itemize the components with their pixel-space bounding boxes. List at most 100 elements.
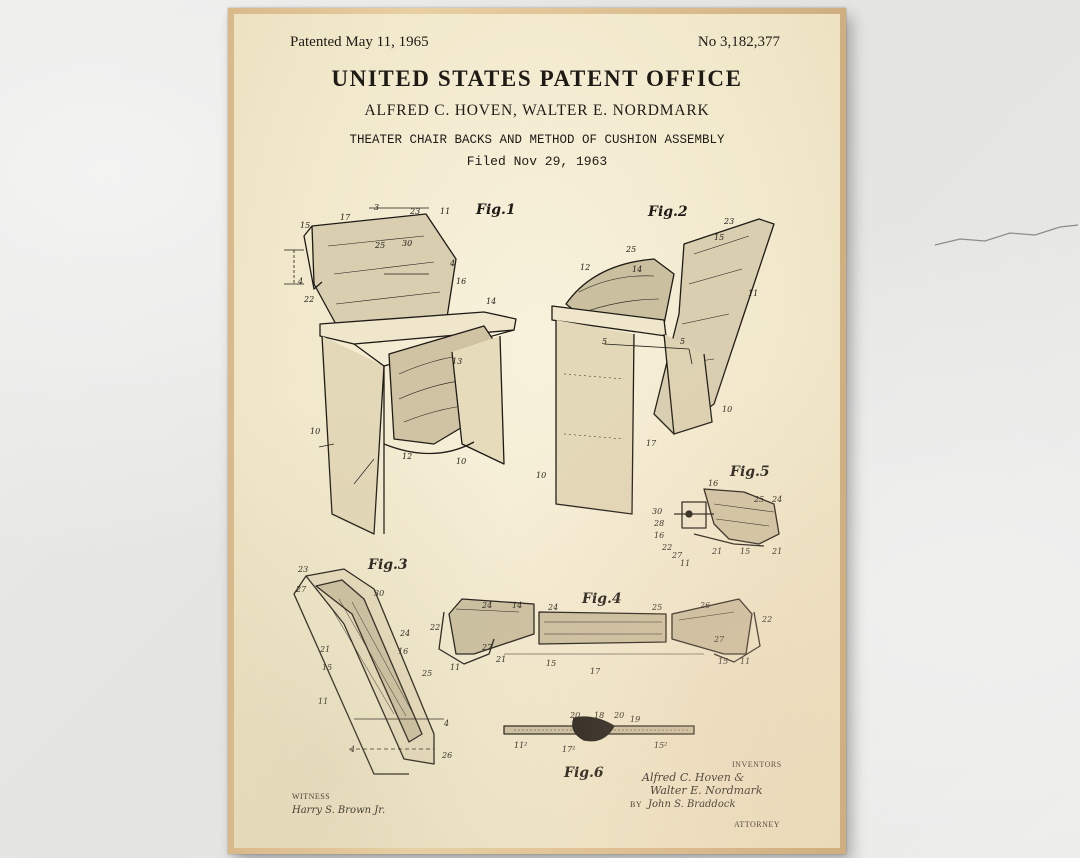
svg-text:3: 3 — [374, 203, 379, 212]
svg-text:22: 22 — [429, 623, 440, 632]
fig2-chair-drawing — [551, 218, 775, 515]
svg-text:14: 14 — [486, 297, 496, 306]
svg-text:5: 5 — [602, 337, 607, 346]
svg-text:4: 4 — [349, 745, 355, 754]
svg-text:26: 26 — [441, 751, 452, 760]
wall-crack — [934, 224, 1079, 246]
patent-subject: THEATER CHAIR BACKS AND METHOD OF CUSHIO… — [349, 133, 725, 147]
svg-text:22: 22 — [661, 543, 672, 552]
fig5-detail-drawing — [674, 488, 780, 547]
svg-text:15: 15 — [322, 663, 332, 672]
svg-text:21: 21 — [771, 547, 782, 556]
svg-text:17: 17 — [340, 213, 351, 222]
svg-text:11²: 11² — [514, 741, 527, 750]
svg-text:17: 17 — [590, 667, 601, 676]
svg-text:24: 24 — [399, 629, 410, 638]
svg-text:27: 27 — [671, 551, 683, 560]
svg-text:12: 12 — [580, 263, 590, 272]
svg-text:26: 26 — [699, 601, 710, 610]
svg-text:4: 4 — [297, 277, 303, 286]
svg-text:5: 5 — [680, 337, 685, 346]
svg-text:11: 11 — [450, 663, 460, 672]
attorney-label: ATTORNEY — [734, 820, 781, 829]
fig1-chair-drawing — [284, 207, 517, 535]
svg-text:19: 19 — [630, 715, 640, 724]
svg-text:18: 18 — [594, 711, 604, 720]
svg-text:15: 15 — [546, 659, 556, 668]
svg-text:13: 13 — [452, 357, 462, 366]
svg-text:27: 27 — [481, 643, 493, 652]
svg-text:15: 15 — [300, 221, 310, 230]
svg-text:11: 11 — [680, 559, 690, 568]
svg-text:14: 14 — [632, 265, 642, 274]
svg-text:11: 11 — [440, 207, 450, 216]
svg-text:25: 25 — [625, 245, 636, 254]
svg-text:4: 4 — [443, 719, 449, 728]
witness-label: WITNESS — [292, 792, 331, 801]
fig1-label: Fig.1 — [476, 202, 516, 218]
svg-text:22: 22 — [761, 615, 772, 624]
svg-text:24: 24 — [481, 601, 492, 610]
svg-text:15: 15 — [718, 657, 728, 666]
svg-text:30: 30 — [402, 239, 412, 248]
svg-text:22: 22 — [303, 295, 314, 304]
svg-text:27: 27 — [295, 585, 307, 594]
fig4-label: Fig.4 — [582, 591, 622, 607]
svg-text:30: 30 — [652, 507, 662, 516]
svg-text:10: 10 — [536, 471, 546, 480]
svg-text:30: 30 — [374, 589, 384, 598]
attorney-signature: John S. Braddock — [648, 799, 736, 810]
by-label: BY — [630, 800, 643, 809]
svg-text:20: 20 — [613, 711, 624, 720]
svg-text:23: 23 — [409, 207, 420, 216]
witness-signature: Harry S. Brown Jr. — [292, 805, 386, 816]
svg-text:27: 27 — [713, 635, 725, 644]
fig6-label: Fig.6 — [564, 765, 604, 781]
inventors-heading: ALFRED C. HOVEN, WALTER E. NORDMARK — [364, 102, 710, 119]
svg-text:20: 20 — [569, 711, 580, 720]
fig3-section-drawing — [293, 568, 444, 775]
svg-text:11: 11 — [748, 289, 758, 298]
patent-drawings: 15 17 3 23 11 25 30 4 4 16 22 14 13 10 12 10 15 23 2… — [284, 203, 782, 775]
svg-text:21: 21 — [319, 645, 330, 654]
fig2-label: Fig.2 — [648, 204, 688, 220]
inventor-2-signature: Walter E. Nordmark — [650, 784, 763, 797]
svg-text:15: 15 — [714, 233, 724, 242]
svg-text:12: 12 — [402, 452, 412, 461]
svg-text:10: 10 — [456, 457, 466, 466]
patent-number: No 3,182,377 — [697, 34, 780, 50]
svg-text:23: 23 — [723, 217, 734, 226]
svg-text:17²: 17² — [562, 745, 575, 754]
fig4-section-drawing — [438, 598, 761, 665]
svg-text:21: 21 — [495, 655, 506, 664]
svg-text:16: 16 — [398, 647, 408, 656]
fig3-label: Fig.3 — [368, 557, 408, 573]
svg-text:25: 25 — [421, 669, 432, 678]
svg-text:14: 14 — [512, 601, 522, 610]
svg-text:4: 4 — [449, 259, 455, 268]
svg-text:17: 17 — [646, 439, 657, 448]
svg-text:21: 21 — [711, 547, 722, 556]
svg-text:25: 25 — [374, 241, 385, 250]
svg-text:23: 23 — [297, 565, 308, 574]
svg-text:16: 16 — [708, 479, 718, 488]
patented-date: Patented May 11, 1965 — [290, 34, 429, 50]
svg-text:16: 16 — [456, 277, 466, 286]
inventors-label: INVENTORS — [732, 760, 782, 769]
svg-text:24: 24 — [547, 603, 558, 612]
patent-poster: Patented May 11, 1965 No 3,182,377 UNITE… — [234, 14, 840, 848]
svg-text:10: 10 — [722, 405, 732, 414]
svg-text:10: 10 — [310, 427, 320, 436]
svg-text:15²: 15² — [654, 741, 667, 750]
filed-date: Filed Nov 29, 1963 — [466, 154, 608, 169]
svg-text:28: 28 — [653, 519, 664, 528]
svg-text:24: 24 — [771, 495, 782, 504]
fig5-label: Fig.5 — [730, 464, 770, 480]
page-title: UNITED STATES PATENT OFFICE — [331, 66, 743, 91]
svg-text:25: 25 — [753, 495, 764, 504]
svg-text:11: 11 — [740, 657, 750, 666]
svg-text:11: 11 — [318, 697, 328, 706]
svg-text:15: 15 — [740, 547, 750, 556]
fig6-detail-drawing — [503, 716, 695, 742]
inventor-1-signature: Alfred C. Hoven & — [642, 771, 745, 784]
